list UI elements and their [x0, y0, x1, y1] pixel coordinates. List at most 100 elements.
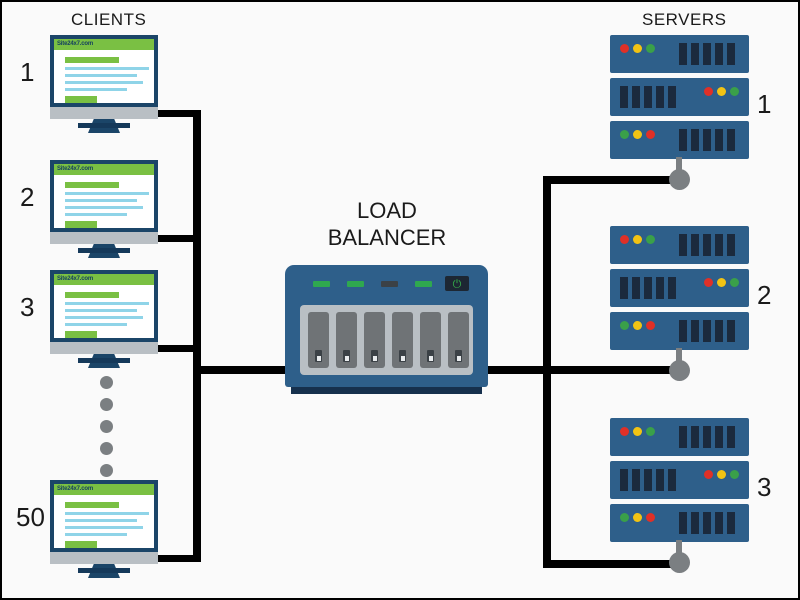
server-rack-2[interactable]	[610, 226, 749, 350]
wire-load-balancer-to-servers	[482, 366, 682, 374]
vent-slot	[632, 86, 640, 108]
page-cta-button	[65, 541, 97, 548]
server-unit-bottom[interactable]	[610, 504, 749, 542]
text-line	[65, 67, 149, 70]
monitor-base	[78, 568, 130, 573]
browser-header-bar	[54, 484, 154, 495]
status-led-1	[313, 281, 330, 287]
server-rack-3[interactable]	[610, 418, 749, 542]
wire-client-2-branch	[157, 235, 197, 242]
vent-slot	[679, 512, 687, 534]
vent-group	[679, 426, 741, 448]
drive-bay[interactable]	[392, 312, 413, 368]
status-led-red	[646, 130, 655, 139]
text-line	[65, 302, 149, 305]
text-line	[65, 74, 137, 77]
monitor-base	[78, 123, 130, 128]
status-led-red	[620, 427, 629, 436]
status-led-red	[646, 321, 655, 330]
server-rack-1[interactable]	[610, 35, 749, 159]
wire-clients-to-load-balancer	[193, 366, 293, 374]
server-unit-middle[interactable]	[610, 461, 749, 499]
power-button[interactable]: ⏻	[445, 276, 469, 291]
vent-slot	[727, 129, 735, 151]
wire-client-3-branch	[157, 345, 197, 352]
vent-group	[679, 320, 741, 342]
vent-slot	[656, 277, 664, 299]
status-led-green	[730, 470, 739, 479]
client-monitor-50[interactable]: Site24x7.com	[50, 480, 158, 578]
vent-slot	[632, 469, 640, 491]
vent-slot	[620, 86, 628, 108]
drive-latch	[399, 350, 406, 362]
client-monitor-3[interactable]: Site24x7.com	[50, 270, 158, 368]
status-led-4	[415, 281, 432, 287]
status-led-green	[646, 427, 655, 436]
load-balancer-title: LOAD BALANCER	[327, 198, 447, 250]
status-led-red	[704, 87, 713, 96]
status-led-red	[620, 44, 629, 53]
client-index-3: 3	[20, 292, 35, 322]
text-line	[65, 533, 127, 536]
text-line	[65, 526, 143, 529]
vent-slot	[691, 320, 699, 342]
server-unit-bottom[interactable]	[610, 121, 749, 159]
vent-slot	[691, 426, 699, 448]
vent-slot	[703, 129, 711, 151]
status-led-yellow	[717, 87, 726, 96]
text-line	[65, 323, 127, 326]
text-line	[65, 206, 143, 209]
wire-client-50-branch	[157, 555, 201, 562]
status-led-2	[347, 281, 364, 287]
server-1-connector-stem	[676, 157, 682, 174]
vent-slot	[715, 512, 723, 534]
browser-header-bar	[54, 39, 154, 50]
text-line	[65, 81, 143, 84]
server-1-connector-knob	[669, 169, 690, 190]
server-unit-middle[interactable]	[610, 269, 749, 307]
vent-group	[620, 469, 682, 491]
server-unit-top[interactable]	[610, 418, 749, 456]
wire-server-trunk-vertical	[543, 176, 551, 568]
page-cta-button	[65, 96, 97, 103]
wire-server-1-branch	[543, 176, 682, 184]
vent-slot	[715, 234, 723, 256]
drive-bay[interactable]	[420, 312, 441, 368]
page-title-block	[65, 182, 119, 188]
vent-slot	[691, 43, 699, 65]
server-unit-top[interactable]	[610, 35, 749, 73]
server-unit-top[interactable]	[610, 226, 749, 264]
drive-bay[interactable]	[336, 312, 357, 368]
page-cta-button	[65, 331, 97, 338]
drive-bay[interactable]	[364, 312, 385, 368]
server-unit-middle[interactable]	[610, 78, 749, 116]
server-unit-bottom[interactable]	[610, 312, 749, 350]
status-led-yellow	[633, 130, 642, 139]
monitor-base	[78, 248, 130, 253]
server-rack-index-1: 1	[757, 89, 772, 119]
vent-slot	[644, 469, 652, 491]
page-title-block	[65, 502, 119, 508]
drive-bay[interactable]	[308, 312, 329, 368]
vent-slot	[620, 277, 628, 299]
wire-client-1-branch	[157, 110, 197, 117]
monitor-chin	[50, 232, 158, 244]
monitor-chin	[50, 107, 158, 119]
ellipsis-dot	[100, 376, 113, 389]
client-index-50: 50	[16, 502, 45, 532]
load-balancer-device[interactable]: ⏻	[285, 265, 488, 387]
client-monitor-2[interactable]: Site24x7.com	[50, 160, 158, 258]
monitor-bezel: Site24x7.com	[50, 35, 158, 107]
site-brand-label: Site24x7.com	[57, 276, 93, 282]
site-brand-label: Site24x7.com	[57, 486, 93, 492]
monitor-screen: Site24x7.com	[54, 484, 154, 548]
vent-slot	[727, 426, 735, 448]
client-monitor-1[interactable]: Site24x7.com	[50, 35, 158, 133]
vent-group	[679, 129, 741, 151]
vent-group	[679, 512, 741, 534]
vent-group	[679, 43, 741, 65]
drive-bay[interactable]	[448, 312, 469, 368]
vent-slot	[727, 43, 735, 65]
monitor-screen: Site24x7.com	[54, 274, 154, 338]
